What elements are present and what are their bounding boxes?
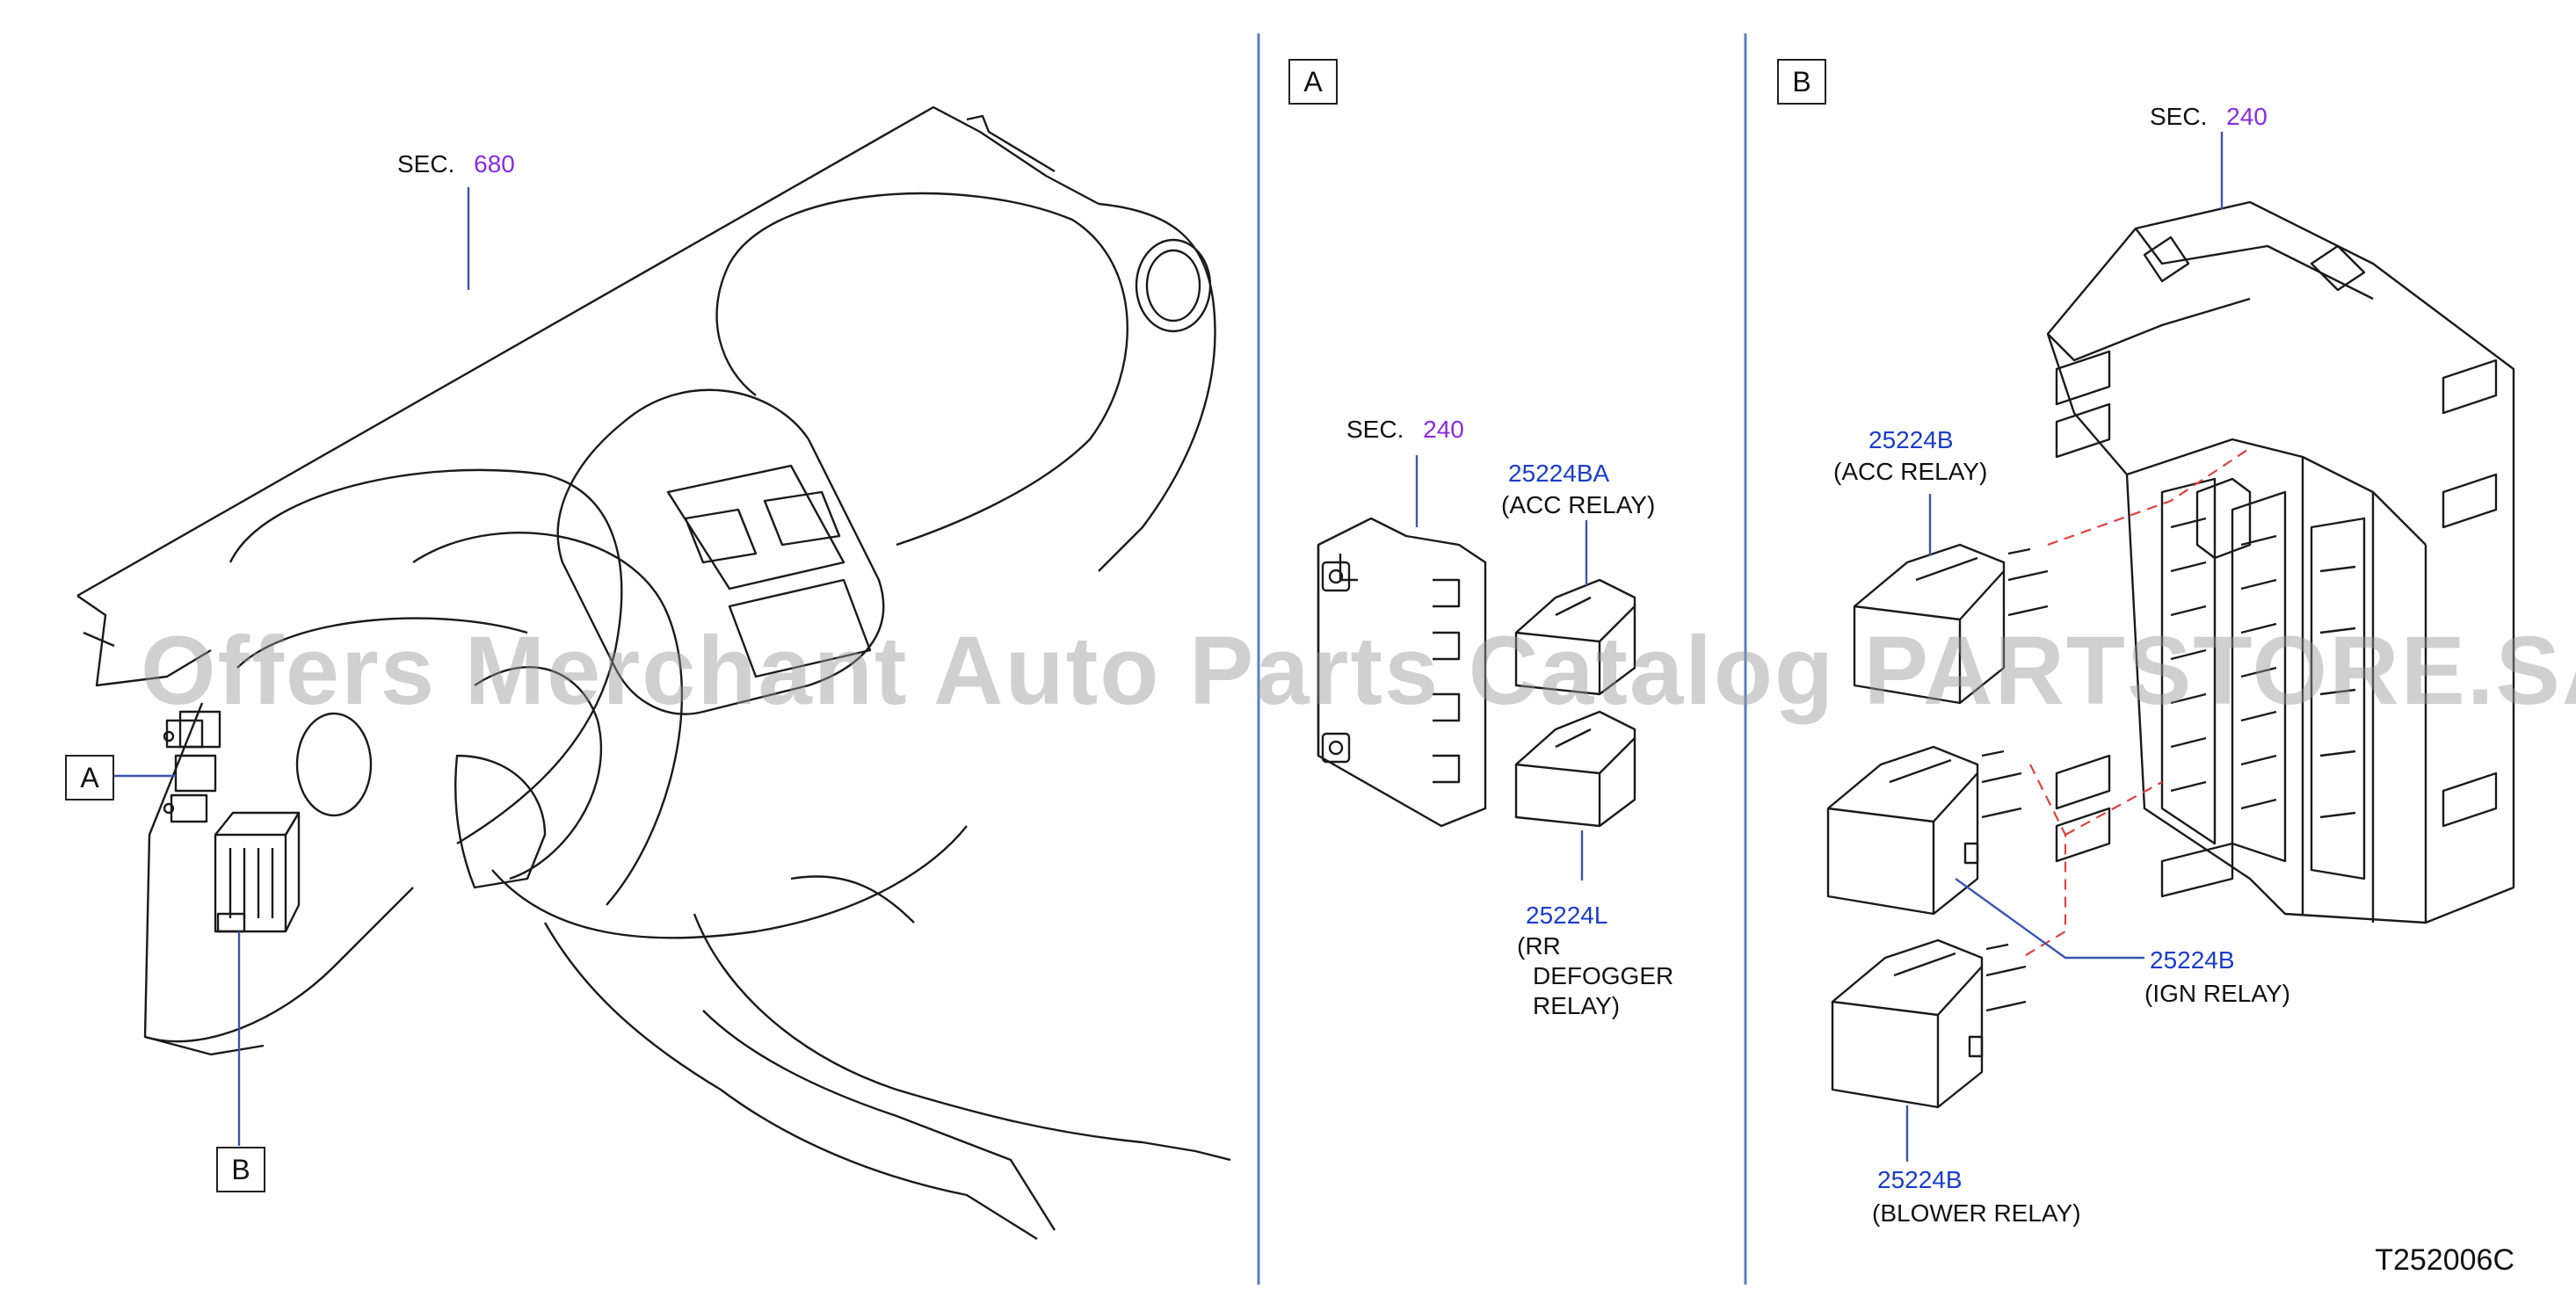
overview-sec-prefix: SEC.	[397, 150, 455, 177]
panel-a-relay2-name-line2: DEFOGGER	[1533, 962, 1674, 989]
panel-a-relay2-name-line3: RELAY)	[1533, 992, 1621, 1019]
panel-a-sec-number[interactable]: 240	[1423, 416, 1464, 443]
overview-callout-b[interactable]: B	[216, 1147, 265, 1192]
panel-b-letter: B	[1777, 59, 1826, 105]
overview-sec-number[interactable]: 680	[474, 150, 515, 177]
panel-b-relay2-number[interactable]: 25224B	[2150, 946, 2235, 974]
panel-a-relay1-number[interactable]: 25224BA	[1508, 460, 1610, 487]
panel-b-sec-prefix: SEC.	[2150, 103, 2208, 130]
panel-a-letter: A	[1288, 59, 1338, 105]
panel-a-leaders	[1415, 455, 1588, 880]
watermark: Offers Merchant Auto Parts Catalog PARTS…	[141, 617, 2576, 725]
panel-b-relay3-name: (BLOWER RELAY)	[1872, 1199, 2081, 1227]
panel-a-relay1-name: (ACC RELAY)	[1501, 491, 1656, 518]
panel-a-sec-label: SEC. 240	[1346, 415, 1464, 445]
panel-b-sec-number[interactable]: 240	[2226, 103, 2268, 130]
panel-a-sec-prefix: SEC.	[1346, 416, 1404, 443]
panel-a-relay2-name-line1: (RR	[1517, 932, 1561, 960]
dashboard-drawing	[76, 105, 1231, 1241]
panel-b-drawing	[1826, 200, 2515, 1109]
overview-leaders	[111, 187, 470, 1146]
panel-a-drawing	[1317, 517, 1636, 828]
panel-b-relay3-number[interactable]: 25224B	[1877, 1166, 1963, 1193]
panel-b-relay2-name: (IGN RELAY)	[2144, 980, 2290, 1007]
panel-b-leaders	[1905, 132, 2224, 1162]
overview-callout-a[interactable]: A	[65, 755, 114, 801]
panel-b-install-lines	[2021, 447, 2251, 959]
panel-b-sec-label: SEC. 240	[2150, 102, 2268, 132]
diagram-code: T252006C	[2375, 1243, 2514, 1277]
panel-a-relay2-number[interactable]: 25224L	[1526, 902, 1608, 929]
panel-b-relay1-number[interactable]: 25224B	[1869, 426, 1954, 453]
overview-sec-label: SEC. 680	[397, 149, 515, 179]
panel-b-relay1-name: (ACC RELAY)	[1833, 458, 1988, 485]
